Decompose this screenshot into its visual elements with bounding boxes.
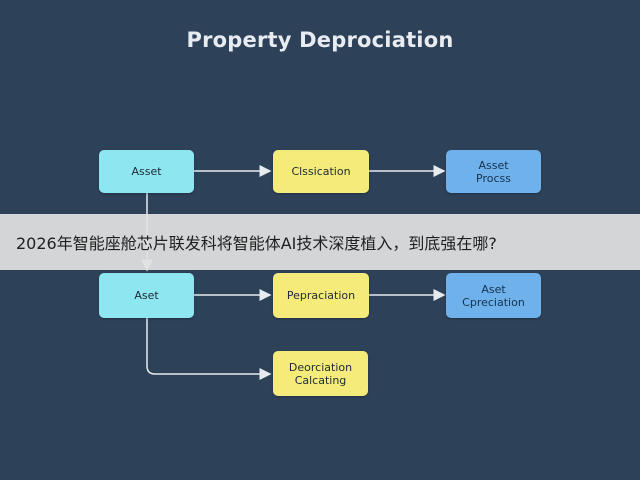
node-depreciation-calculating: Deorciation Calcating xyxy=(273,351,368,396)
news-headline-banner[interactable]: 2026年智能座舱芯片联发科将智能体AI技术深度植入，到底强在哪? xyxy=(0,214,640,270)
node-asset-depreciation-label: Aset Cpreciation xyxy=(462,282,525,309)
edge-asset-mid-to-calculating xyxy=(146,318,272,380)
node-classification: Clssication xyxy=(273,150,369,193)
node-asset-top: Asset xyxy=(99,150,194,193)
node-asset-process-label: Asset Procss xyxy=(476,158,511,185)
node-asset-process: Asset Procss xyxy=(446,150,541,193)
node-asset-mid: Aset xyxy=(99,273,194,318)
news-headline-text: 2026年智能座舱芯片联发科将智能体AI技术深度植入，到底强在哪? xyxy=(16,234,497,253)
node-depreciation-calculating-label: Deorciation Calcating xyxy=(288,360,353,387)
diagram-title: Property Deprociation xyxy=(186,28,454,52)
node-asset-depreciation: Aset Cpreciation xyxy=(446,273,541,318)
node-depreciation: Pepraciation xyxy=(273,273,369,318)
